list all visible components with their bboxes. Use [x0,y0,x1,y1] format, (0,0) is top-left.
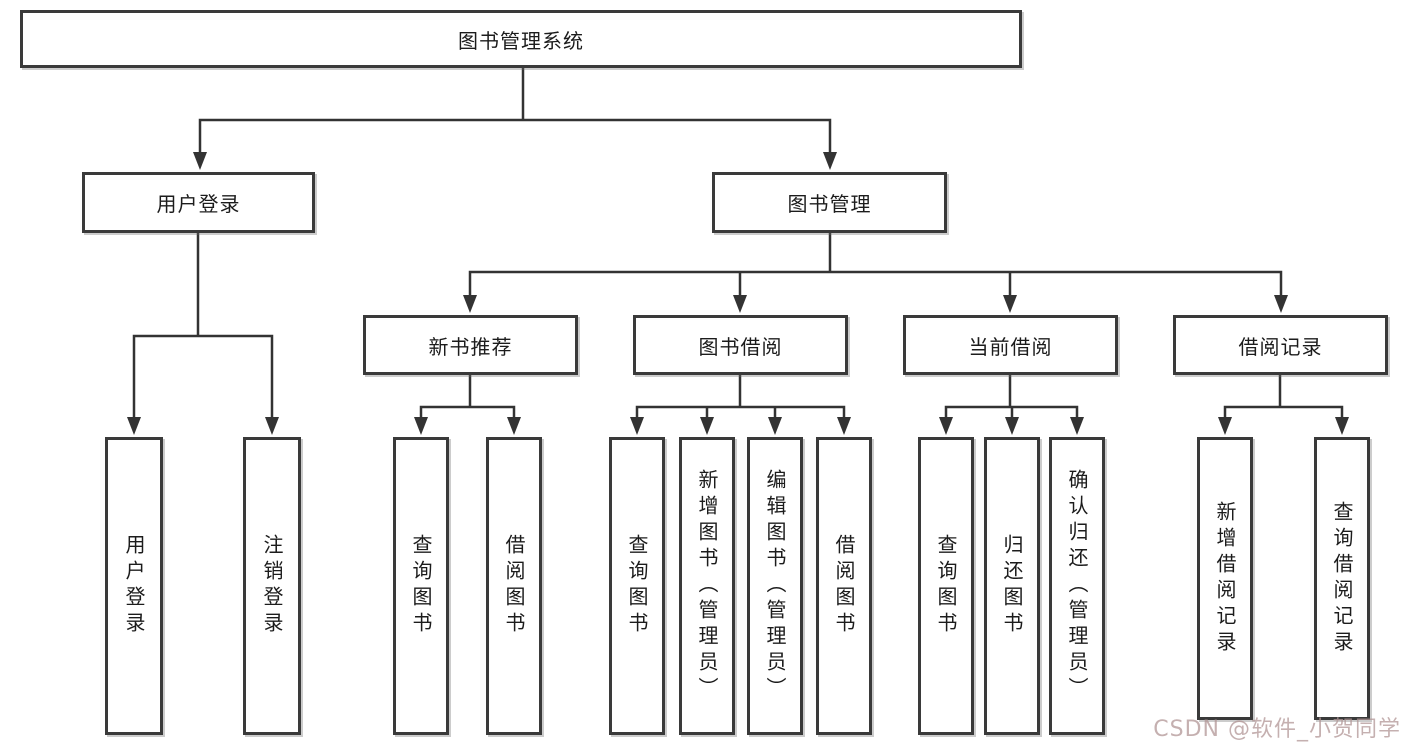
leaf-edit-book-admin: 编辑图书（管理员） [747,437,803,735]
leaf-user-login: 用户登录 [105,437,163,735]
leaf-confirm-return-admin: 确认归还（管理员） [1049,437,1105,735]
leaf-query-book-recommend: 查询图书 [393,437,449,735]
leaf-add-book-admin: 新增图书（管理员） [679,437,735,735]
branch-book-management: 图书管理 [712,172,947,233]
leaf-query-book-current: 查询图书 [918,437,974,735]
leaf-borrow-book: 借阅图书 [816,437,872,735]
branch-user-login: 用户登录 [82,172,315,233]
leaf-return-book: 归还图书 [984,437,1040,735]
leaf-borrow-book-recommend: 借阅图书 [486,437,542,735]
leaf-add-borrow-record: 新增借阅记录 [1197,437,1253,720]
leaf-query-borrow-record: 查询借阅记录 [1314,437,1370,720]
branch-book-borrow: 图书借阅 [633,315,848,375]
leaf-query-book-borrow: 查询图书 [609,437,665,735]
leaf-logout: 注销登录 [243,437,301,735]
branch-borrow-records: 借阅记录 [1173,315,1388,375]
csdn-watermark: CSDN @软件_小贺同学 [1153,717,1401,742]
root-node: 图书管理系统 [20,10,1022,68]
branch-current-borrow: 当前借阅 [903,315,1118,375]
branch-new-book-recommend: 新书推荐 [363,315,578,375]
